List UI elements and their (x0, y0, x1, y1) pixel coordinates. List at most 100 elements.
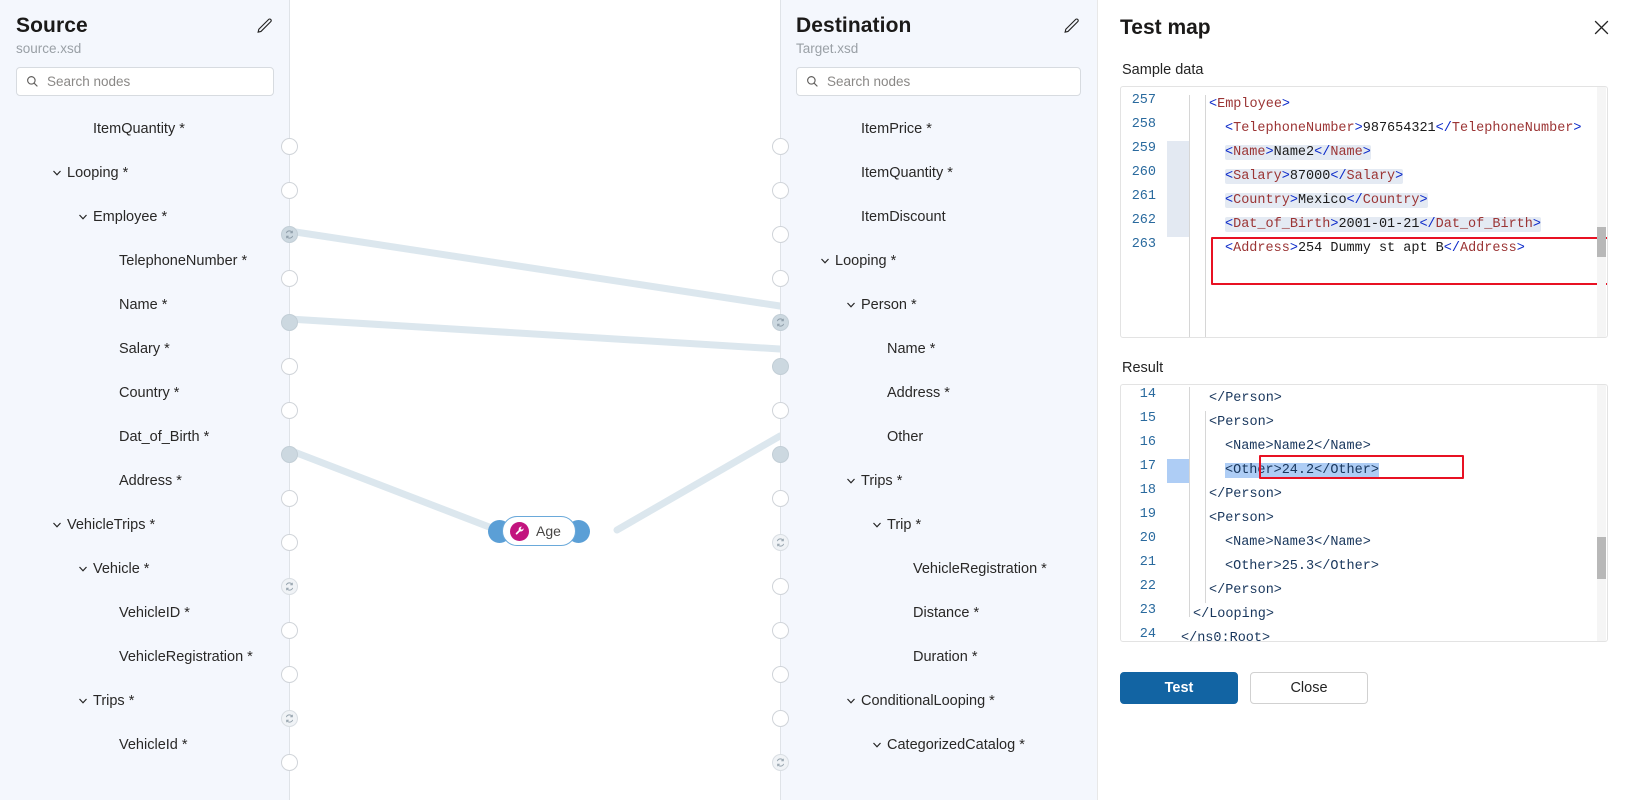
connection-handle[interactable] (772, 313, 789, 331)
chevron-down-icon[interactable] (844, 298, 858, 312)
tree-node-row[interactable]: Name * (0, 283, 290, 327)
tree-node-label: Trip * (887, 517, 922, 533)
connection-handle[interactable] (772, 445, 789, 463)
connection-handle[interactable] (281, 313, 298, 331)
connection-handle[interactable] (281, 137, 298, 155)
tree-node-label: Address * (119, 473, 182, 489)
function-node-body[interactable]: Age (502, 516, 576, 546)
function-node-age[interactable]: Age (488, 516, 590, 546)
connection-handle[interactable] (281, 621, 298, 639)
connection-handle[interactable] (772, 533, 789, 551)
connection-handle[interactable] (281, 665, 298, 683)
tree-node-row[interactable]: Person * (780, 283, 1097, 327)
connection-handle[interactable] (281, 225, 298, 243)
tree-node-row[interactable]: Trip * (780, 503, 1097, 547)
chevron-down-icon[interactable] (844, 474, 858, 488)
chevron-down-icon[interactable] (50, 166, 64, 180)
tree-node-row[interactable]: Dat_of_Birth * (0, 415, 290, 459)
tree-node-row[interactable]: VehicleID * (0, 591, 290, 635)
code-gutter (1167, 435, 1189, 459)
tree-node-row[interactable]: VehicleRegistration * (0, 635, 290, 679)
connection-handle[interactable] (772, 665, 789, 683)
tree-node-row[interactable]: Address * (0, 459, 290, 503)
connection-handle[interactable] (772, 181, 789, 199)
chevron-down-icon[interactable] (818, 254, 832, 268)
line-number: 263 (1131, 237, 1156, 252)
chevron-down-icon[interactable] (76, 210, 90, 224)
source-tree[interactable]: ItemQuantity *Looping *Employee *Telepho… (0, 107, 290, 800)
test-button[interactable]: Test (1120, 672, 1238, 704)
tree-node-row[interactable]: ItemDiscount (780, 195, 1097, 239)
tree-node-row[interactable]: Name * (780, 327, 1097, 371)
chevron-down-icon[interactable] (76, 694, 90, 708)
connection-handle[interactable] (772, 401, 789, 419)
destination-search-input[interactable] (827, 74, 1071, 89)
code-gutter (1167, 117, 1189, 141)
connection-handle[interactable] (281, 181, 298, 199)
connection-handle[interactable] (772, 753, 789, 771)
connection-handle[interactable] (772, 709, 789, 727)
connection-handle[interactable] (772, 225, 789, 243)
connection-handle[interactable] (281, 357, 298, 375)
code-gutter (1167, 483, 1189, 507)
code-gutter (1167, 555, 1189, 579)
connection-handle[interactable] (281, 533, 298, 551)
tree-node-row[interactable]: ItemQuantity * (780, 151, 1097, 195)
tree-node-row[interactable]: ItemQuantity * (0, 107, 290, 151)
source-handle-column (281, 0, 298, 800)
tree-node-row[interactable]: ItemPrice * (780, 107, 1097, 151)
line-number: 259 (1131, 141, 1156, 156)
destination-search-box[interactable] (796, 67, 1081, 96)
connection-handle[interactable] (281, 269, 298, 287)
indent-guide (1205, 95, 1206, 337)
chevron-down-icon[interactable] (76, 562, 90, 576)
chevron-down-icon[interactable] (50, 518, 64, 532)
connection-handle[interactable] (281, 753, 298, 771)
tree-node-row[interactable]: Looping * (780, 239, 1097, 283)
sample-data-editor[interactable]: 257<Employee>258<TelephoneNumber>9876543… (1120, 86, 1608, 338)
tree-node-row[interactable]: Looping * (0, 151, 290, 195)
connection-handle[interactable] (281, 445, 298, 463)
tree-node-row[interactable]: Trips * (780, 459, 1097, 503)
tree-node-row[interactable]: Other (780, 415, 1097, 459)
tree-node-row[interactable]: TelephoneNumber * (0, 239, 290, 283)
tree-node-row[interactable]: Vehicle * (0, 547, 290, 591)
close-button[interactable]: Close (1250, 672, 1368, 704)
result-scrollbar[interactable] (1597, 385, 1606, 641)
connection-handle[interactable] (281, 489, 298, 507)
connection-handle[interactable] (281, 401, 298, 419)
source-search-input[interactable] (47, 74, 264, 89)
pencil-icon[interactable] (252, 14, 276, 38)
tree-node-row[interactable]: VehicleRegistration * (780, 547, 1097, 591)
sample-data-scrollbar[interactable] (1597, 87, 1606, 337)
connection-handle[interactable] (772, 137, 789, 155)
code-text: </ns0:Root> (1181, 631, 1271, 641)
connection-handle[interactable] (281, 709, 298, 727)
tree-node-row[interactable]: VehicleId * (0, 723, 290, 767)
tree-node-row[interactable]: Employee * (0, 195, 290, 239)
tree-node-row[interactable]: ConditionalLooping * (780, 679, 1097, 723)
chevron-down-icon[interactable] (844, 694, 858, 708)
tree-node-row[interactable]: Duration * (780, 635, 1097, 679)
connection-handle[interactable] (772, 357, 789, 375)
connection-handle[interactable] (772, 489, 789, 507)
tree-node-row[interactable]: Distance * (780, 591, 1097, 635)
source-search-box[interactable] (16, 67, 274, 96)
connection-handle[interactable] (772, 269, 789, 287)
connection-handle[interactable] (772, 577, 789, 595)
connection-handle[interactable] (281, 577, 298, 595)
chevron-down-icon[interactable] (870, 738, 884, 752)
tree-node-row[interactable]: Address * (780, 371, 1097, 415)
pencil-icon[interactable] (1059, 14, 1083, 38)
mapping-canvas[interactable]: Age Source source.xsd ItemQua (0, 0, 1097, 800)
chevron-down-icon[interactable] (870, 518, 884, 532)
close-icon[interactable] (1586, 12, 1616, 42)
tree-node-row[interactable]: VehicleTrips * (0, 503, 290, 547)
tree-node-row[interactable]: CategorizedCatalog * (780, 723, 1097, 767)
tree-node-row[interactable]: Country * (0, 371, 290, 415)
tree-node-row[interactable]: Salary * (0, 327, 290, 371)
result-editor[interactable]: 14</Person>15<Person>16<Name>Name2</Name… (1120, 384, 1608, 642)
tree-node-row[interactable]: Trips * (0, 679, 290, 723)
connection-handle[interactable] (772, 621, 789, 639)
